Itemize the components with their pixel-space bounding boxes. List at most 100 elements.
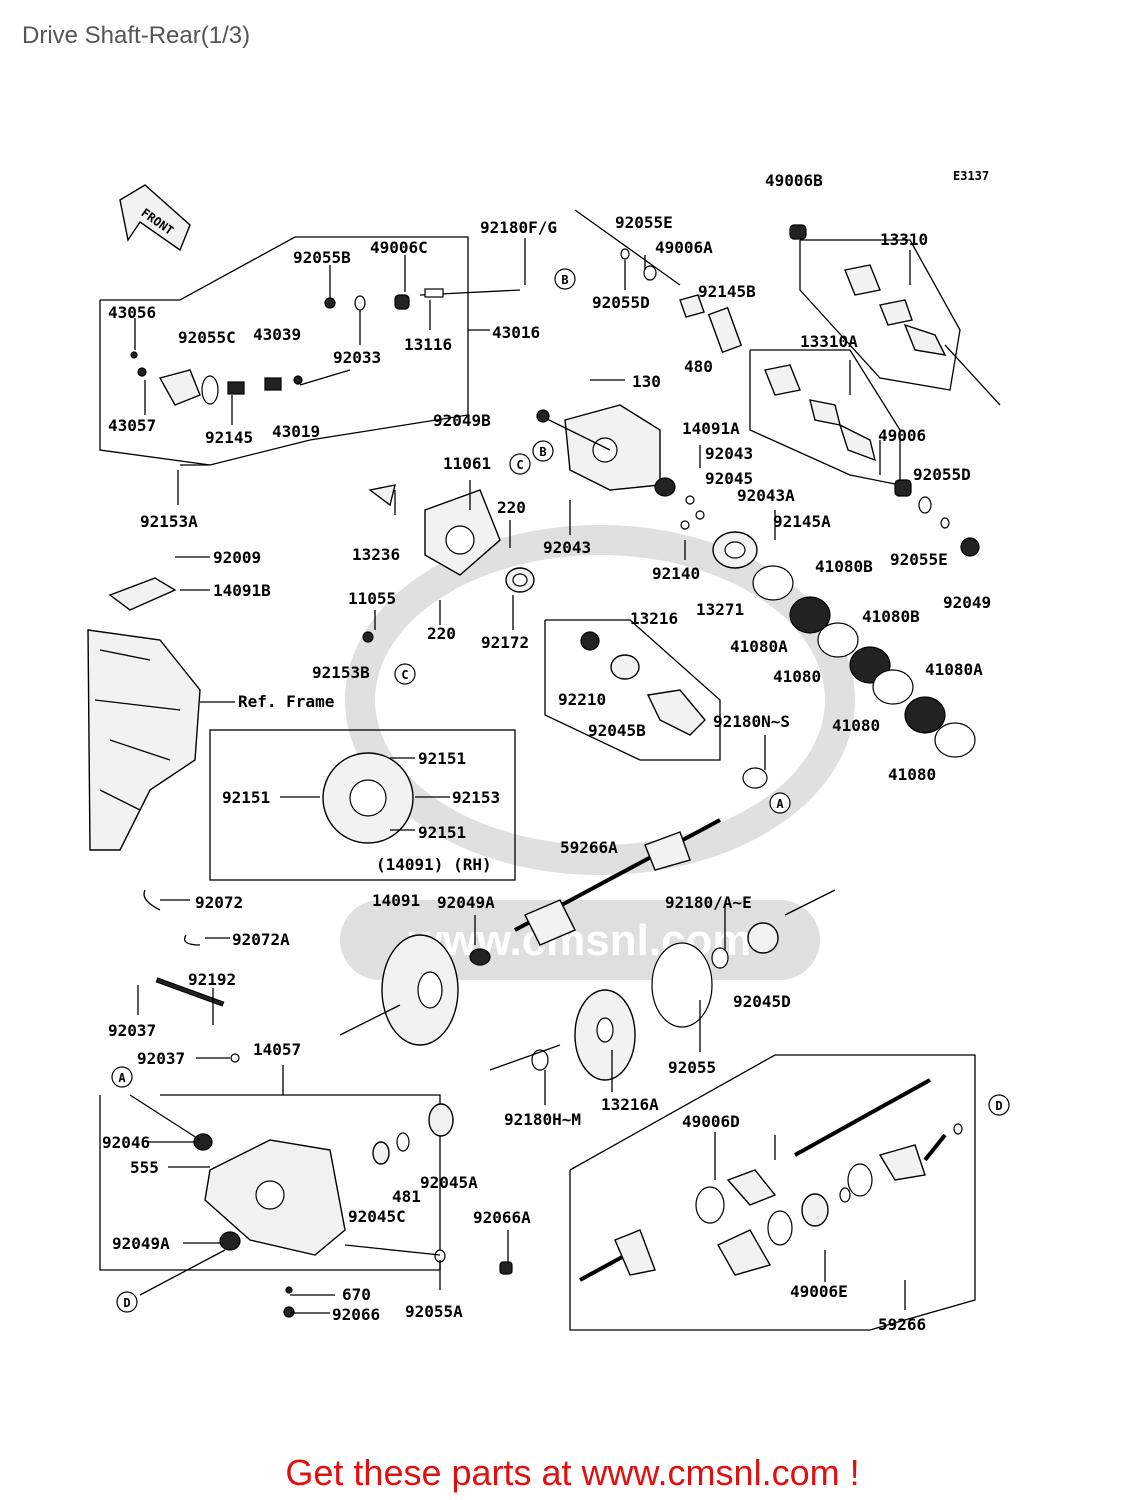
part-label: 92055D <box>592 293 650 312</box>
part-label: 41080 <box>888 765 936 784</box>
part-label: 13236 <box>352 545 400 564</box>
cover-inset-illustration: (14091) (RH) <box>322 752 492 874</box>
part-label: 43016 <box>492 323 540 342</box>
part-label: 13310 <box>880 230 928 249</box>
part-label: 92049 <box>943 593 991 612</box>
differential-case-upper <box>362 379 768 789</box>
part-label: 92180H~M <box>504 1110 581 1129</box>
part-label: 92072 <box>195 893 243 912</box>
inset-label: (14091) (RH) <box>376 855 492 874</box>
ring-gear-and-housing <box>381 922 779 1081</box>
part-label: 14091A <box>682 419 740 438</box>
part-label: 92055A <box>405 1302 463 1321</box>
part-label: 13310A <box>800 332 858 351</box>
front-arrow-icon: FRONT <box>119 184 191 252</box>
part-label: 92210 <box>558 690 606 709</box>
part-label: 92055B <box>293 248 351 267</box>
part-label: 220 <box>497 498 526 517</box>
part-label: 49006A <box>655 238 713 257</box>
shift-lever-assembly <box>130 288 521 406</box>
part-label: 92049A <box>437 893 495 912</box>
part-label: 92055E <box>615 213 673 232</box>
part-label: 92140 <box>652 564 700 583</box>
part-label: 43019 <box>272 422 320 441</box>
part-label: 14091B <box>213 581 271 600</box>
part-label: 41080 <box>832 716 880 735</box>
ref-frame-label: Ref. Frame <box>238 692 334 711</box>
callout-markers: B B C C A A D D <box>111 268 1010 1313</box>
part-label: 92066A <box>473 1208 531 1227</box>
part-label: 13216A <box>601 1095 659 1114</box>
rear-gear-case <box>143 889 513 1318</box>
part-label: 59266A <box>560 838 618 857</box>
part-label: 92145B <box>698 282 756 301</box>
part-label: 220 <box>427 624 456 643</box>
part-label: 92046 <box>102 1133 150 1152</box>
axle-59266 <box>579 1078 963 1282</box>
cta-link[interactable]: Get these parts at www.cmsnl.com ! <box>285 1452 860 1493</box>
part-label: 49006 <box>878 426 926 445</box>
part-label: 92180F/G <box>480 218 557 237</box>
part-label: 92045D <box>733 992 791 1011</box>
part-label: 92145A <box>773 512 831 531</box>
axle-59266a <box>514 818 721 946</box>
callout-b: B <box>539 445 546 459</box>
part-label: 92043 <box>705 444 753 463</box>
part-label: 92172 <box>481 633 529 652</box>
part-label: 92043A <box>737 486 795 505</box>
part-label: 41080A <box>730 637 788 656</box>
part-label: 41080A <box>925 660 983 679</box>
part-label: 92192 <box>188 970 236 989</box>
callout-b: B <box>561 273 568 287</box>
part-label: 14057 <box>253 1040 301 1059</box>
part-label: 92037 <box>108 1021 156 1040</box>
part-label: 92151 <box>418 823 466 842</box>
part-label: 92045C <box>348 1207 406 1226</box>
part-label: 49006D <box>682 1112 740 1131</box>
part-label: 43039 <box>253 325 301 344</box>
callout-d: D <box>123 1296 130 1310</box>
part-label: 481 <box>392 1187 421 1206</box>
page-title: Drive Shaft-Rear(1/3) <box>22 22 251 49</box>
part-label: 92009 <box>213 548 261 567</box>
part-label: 41080 <box>773 667 821 686</box>
part-label: 49006C <box>370 238 428 257</box>
part-label: 92055E <box>890 550 948 569</box>
callout-c: C <box>516 458 523 472</box>
part-label: 11055 <box>348 589 396 608</box>
part-label: 92045 <box>705 469 753 488</box>
callout-a: A <box>118 1071 126 1085</box>
part-label: 59266 <box>878 1315 926 1334</box>
part-label: 92055D <box>913 465 971 484</box>
part-label: 92045A <box>420 1173 478 1192</box>
part-label: 92043 <box>543 538 591 557</box>
part-label: 92066 <box>332 1305 380 1324</box>
part-label: 92153 <box>452 788 500 807</box>
part-label: 130 <box>632 372 661 391</box>
part-label: 92055 <box>668 1058 716 1077</box>
part-label: 43056 <box>108 303 156 322</box>
part-label: 92072A <box>232 930 290 949</box>
part-label: 92045B <box>588 721 646 740</box>
drive-shaft-joint-parts <box>620 224 1001 557</box>
part-label: 480 <box>684 357 713 376</box>
part-labels: 49006B E3137 92055E 92180F/G 49006A 1331… <box>102 169 991 1334</box>
clutch-plate-stack <box>680 495 976 758</box>
part-label: 92153A <box>140 512 198 531</box>
ref-frame-illustration: Ref. Frame <box>87 629 334 851</box>
part-label: 49006E <box>790 1282 848 1301</box>
part-label: 13116 <box>404 335 452 354</box>
part-label: 92033 <box>333 348 381 367</box>
callout-c: C <box>401 668 408 682</box>
leader-lines <box>129 209 911 1314</box>
part-label: 92037 <box>137 1049 185 1068</box>
part-label: 13271 <box>696 600 744 619</box>
cover-plate-part <box>108 577 177 611</box>
part-label: 92055C <box>178 328 236 347</box>
part-label: 49006B <box>765 171 823 190</box>
part-label: 92151 <box>222 788 270 807</box>
part-label: 92180/A~E <box>665 893 752 912</box>
part-label: 92049A <box>112 1234 170 1253</box>
part-label: 13216 <box>630 609 678 628</box>
